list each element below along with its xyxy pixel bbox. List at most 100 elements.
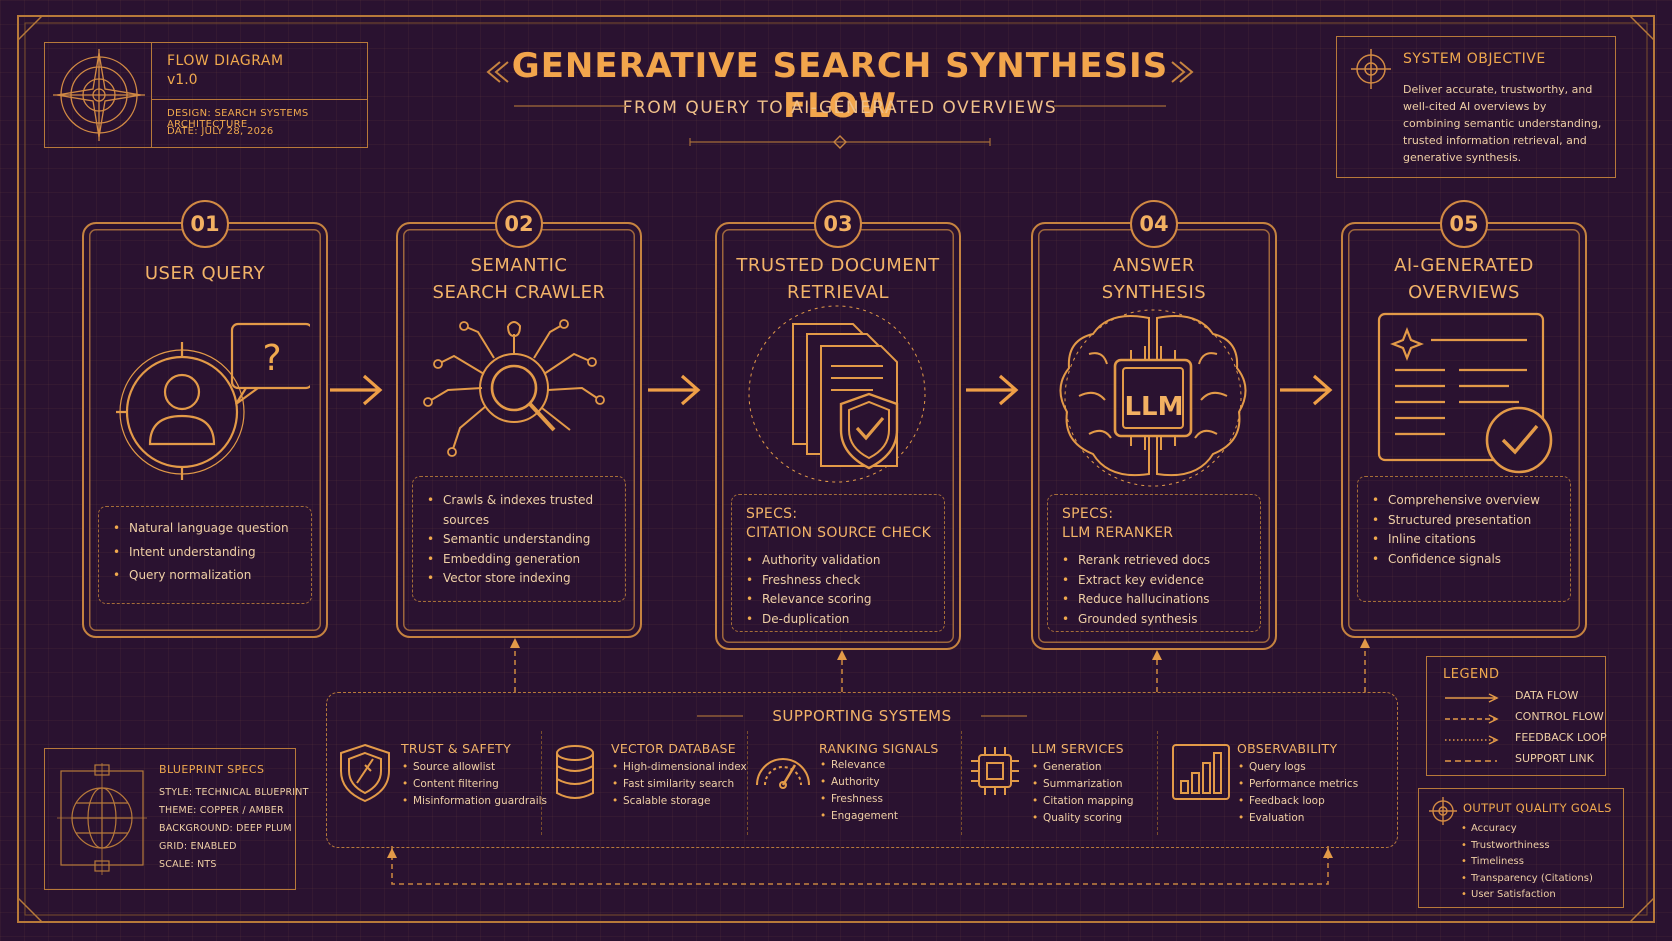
spec-heading: SPECS: LLM RERANKER [1062, 506, 1174, 541]
blueprint-line: GRID: ENABLED [159, 841, 237, 852]
system-vector-database: VECTOR DATABASE High-dimensional index F… [537, 737, 747, 835]
stage-title: AI-GENERATED OVERVIEWS [1394, 255, 1534, 303]
stage-specs-box: SPECS: LLM RERANKER Rerank retrieved doc… [1047, 494, 1261, 632]
flow-arrow-icon [330, 374, 383, 406]
blueprint-line: STYLE: TECHNICAL BLUEPRINT [159, 787, 309, 798]
legend-label: FEEDBACK LOOP [1515, 731, 1607, 744]
overview-document-icon [1377, 312, 1553, 474]
flow-arrow-icon [966, 374, 1019, 406]
legend-panel: LEGEND DATA FLOW CONTROL FLOW FEEDBACK L… [1426, 656, 1607, 776]
target-icon [1429, 797, 1457, 825]
stage-specs-box: Natural language question Intent underst… [98, 506, 312, 604]
legend-item-data-flow: DATA FLOW [1443, 689, 1603, 707]
system-item: Source allowlist [402, 759, 547, 776]
svg-text:?: ? [262, 338, 281, 379]
spec-item: Vector store indexing [427, 569, 625, 589]
stage-number-badge: 05 [1440, 200, 1488, 248]
system-ranking-signals: RANKING SIGNALS Relevance Authority Fres… [745, 737, 955, 835]
stage-card-semantic-crawler: 02 SEMANTIC SEARCH CRAWLER Crawls & inde… [396, 200, 642, 638]
output-quality-goals-panel: OUTPUT QUALITY GOALS Accuracy Trustworth… [1418, 788, 1624, 908]
crosshair-icon [1351, 49, 1391, 89]
system-item: Query logs [1238, 759, 1358, 776]
objective-title: SYSTEM OBJECTIVE [1403, 51, 1546, 67]
blueprint-globe-icon [57, 763, 147, 875]
system-name: TRUST & SAFETY [401, 741, 512, 756]
stage-title: ANSWER SYNTHESIS [1101, 255, 1207, 303]
stage-card-answer-synthesis: 04 ANSWER SYNTHESIS LLM SPECS: LLM RERAN… [1031, 200, 1277, 650]
gauge-icon [756, 758, 810, 789]
spec-item: Reduce hallucinations [1062, 590, 1260, 610]
flow-arrow-icon [648, 374, 701, 406]
system-name: LLM SERVICES [1031, 741, 1124, 756]
title-chevrons-left-icon [486, 61, 509, 83]
system-divider [961, 731, 962, 835]
blueprint-title: BLUEPRINT SPECS [159, 763, 265, 776]
supporting-systems-title: SUPPORTING SYSTEMS [772, 707, 952, 725]
legend-label: SUPPORT LINK [1515, 752, 1594, 765]
system-item: Authority [820, 774, 898, 791]
title-block-date: DATE: JULY 28, 2026 [167, 126, 274, 137]
quality-item: Transparency (Citations) [1461, 871, 1593, 888]
spec-item: Freshness check [746, 571, 944, 591]
title-block-version: v1.0 [167, 72, 198, 88]
page-subtitle: FROM QUERY TO AI-GENERATED OVERVIEWS [622, 98, 1058, 118]
spec-item: Semantic understanding [427, 530, 625, 550]
stage-specs-box: Crawls & indexes trusted sources Semanti… [412, 476, 626, 602]
spec-item: Confidence signals [1372, 550, 1570, 570]
llm-chip-label: LLM [1124, 392, 1184, 422]
system-item: Citation mapping [1032, 793, 1134, 810]
spec-item: Relevance scoring [746, 590, 944, 610]
system-item: Content filtering [402, 776, 547, 793]
system-divider [1157, 731, 1158, 835]
crawler-spider-icon [423, 319, 605, 457]
system-item: Evaluation [1238, 810, 1358, 827]
system-item: Feedback loop [1238, 793, 1358, 810]
spec-item: Comprehensive overview [1372, 491, 1570, 511]
objective-text: Deliver accurate, trustworthy, and well-… [1403, 83, 1602, 164]
blueprint-line: BACKGROUND: DEEP PLUM [159, 823, 292, 834]
spec-item: Crawls & indexes trusted sources [427, 491, 625, 530]
spec-item: Query normalization [113, 566, 311, 586]
system-item: Quality scoring [1032, 810, 1133, 827]
legend-item-control-flow: CONTROL FLOW [1443, 710, 1604, 728]
spec-item: Structured presentation [1372, 511, 1570, 531]
blueprint-specs-panel: BLUEPRINT SPECS STYLE: TECHNICAL BLUEPRI… [44, 748, 308, 890]
stage-number-badge: 04 [1130, 200, 1178, 248]
quality-item: Accuracy [1461, 821, 1593, 838]
stage-specs-box: Comprehensive overview Structured presen… [1357, 476, 1571, 602]
blueprint-line: THEME: COPPER / AMBER [159, 805, 284, 816]
bar-chart-icon [1172, 744, 1230, 800]
user-question-icon: ? [116, 322, 310, 480]
stage-title: SEMANTIC SEARCH CRAWLER [432, 255, 606, 303]
system-item: Freshness [820, 791, 898, 808]
database-icon [556, 745, 594, 799]
quality-item: User Satisfaction [1461, 887, 1593, 904]
spec-item: Authority validation [746, 551, 944, 571]
legend-title: LEGEND [1443, 667, 1500, 682]
stage-title: TRUSTED DOCUMENT RETRIEVAL [736, 255, 940, 303]
system-name: OBSERVABILITY [1237, 741, 1338, 756]
solid-arrow-icon [1445, 693, 1499, 703]
system-item: Fast similarity search [612, 776, 747, 793]
system-llm-services: LLM SERVICES Generation Summarization Ci… [957, 737, 1157, 835]
chip-icon [971, 747, 1019, 795]
system-item: Misinformation guardrails [402, 793, 547, 810]
spec-item: Extract key evidence [1062, 571, 1260, 591]
system-item: Relevance [820, 757, 898, 774]
spec-item: De-duplication [746, 610, 944, 630]
system-objective-panel: SYSTEM OBJECTIVE Deliver accurate, trust… [1336, 36, 1616, 178]
dashed-arrow-icon [1445, 714, 1499, 724]
flow-arrow-icon [1280, 374, 1333, 406]
system-item: Engagement [820, 808, 898, 825]
stage-title: USER QUERY [144, 263, 266, 284]
spec-item: Rerank retrieved docs [1062, 551, 1260, 571]
dotted-arrow-icon [1445, 735, 1499, 745]
blueprint-line: SCALE: NTS [159, 859, 217, 870]
quality-item: Trustworthiness [1461, 838, 1593, 855]
title-block: FLOW DIAGRAM v1.0 DESIGN: SEARCH SYSTEMS… [44, 42, 368, 148]
spec-heading: SPECS: CITATION SOURCE CHECK [746, 506, 932, 541]
system-item: High-dimensional index [612, 759, 747, 776]
title-rules [514, 105, 1166, 149]
dashed-line-icon [1445, 760, 1497, 762]
